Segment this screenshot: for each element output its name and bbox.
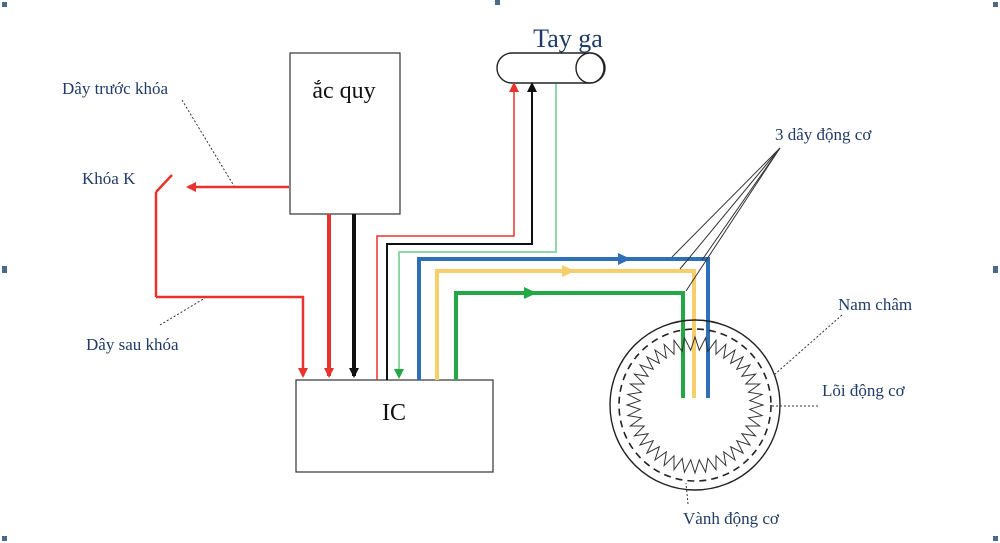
selection-handle [993,266,998,273]
motor-core-zigzag [625,335,765,475]
throttle-red-wire [376,82,519,380]
throttle-grip [496,52,606,84]
ic-label: IC [382,400,406,426]
motor-wire-blue [417,257,710,398]
motor-rim-label: Vành động cơ [683,509,780,528]
ic-box [295,379,494,473]
throttle-signal-wire [394,84,557,379]
magnet-circle [618,328,772,482]
selection-handle [993,2,998,7]
leader-after-switch [159,297,206,326]
ignition-switch [154,174,173,297]
leader-before-switch [181,99,235,187]
leader-motor-wires-1 [671,147,781,258]
motor-wires-label: 3 dây động cơ [775,125,872,144]
switch-label: Khóa K [82,169,136,188]
selection-handle [2,2,7,7]
motor-core-label: Lõi động cơ [822,381,906,400]
selection-handle [2,536,7,541]
motor [609,319,781,491]
leader-rim [685,482,689,505]
leader-motor-wires-4 [685,147,781,292]
selection-handle [2,266,7,273]
selection-handle [993,536,998,541]
wire-before-switch-label: Dây trước khóa [62,79,168,98]
motor-wire-yellow-arrow [562,265,575,277]
motor-wire-green-arrow [524,287,537,299]
magnet-label: Nam châm [838,295,912,314]
selection-handle [495,0,500,5]
wire-after-switch-label: Dây sau khóa [86,335,179,354]
motor-wire-blue-arrow [618,253,631,265]
leader-motor-wires-3 [701,147,781,261]
throttle-black-wire [386,82,537,380]
wire-after-switch [156,295,308,378]
battery-label: ắc quy [312,78,375,104]
battery-box [289,52,401,215]
motor-wire-yellow [435,269,696,398]
motor-rim-circle [609,319,781,491]
leader-motor-wires-2 [679,147,781,270]
leader-magnet [773,314,843,376]
throttle-label: Tay ga [533,24,603,53]
